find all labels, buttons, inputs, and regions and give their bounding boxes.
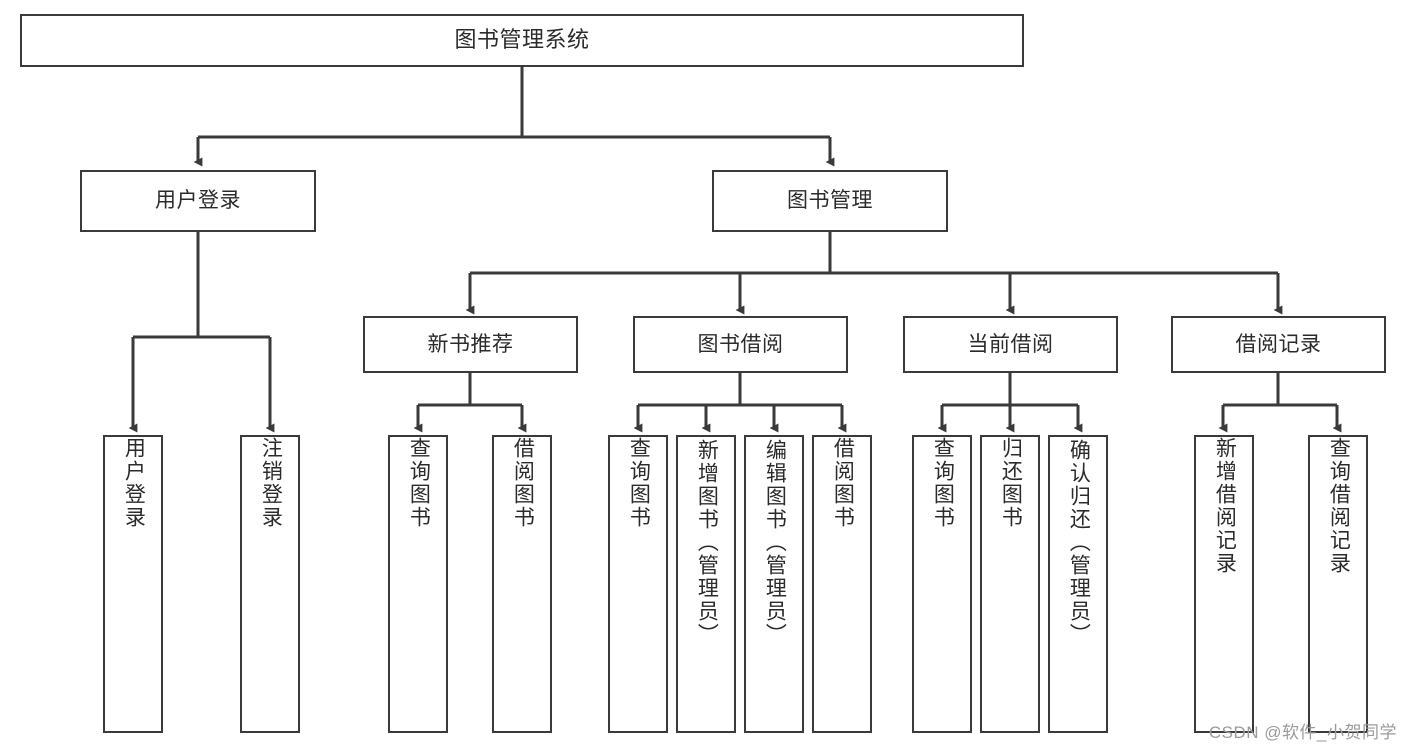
leaf-borrow-book-1-label: 借阅图书 — [511, 437, 535, 529]
leaf-query-book-2-label: 查询图书 — [627, 437, 651, 529]
node-borrow-record-label: 借阅记录 — [1235, 332, 1322, 356]
watermark-text: CSDN @软件_小贺同学 — [1208, 723, 1397, 742]
node-new-book-rec-label: 新书推荐 — [427, 332, 514, 356]
leaf-query-book-3-label: 查询图书 — [931, 437, 955, 529]
node-user-login-label: 用户登录 — [155, 189, 241, 213]
leaf-user-login[interactable]: 用户登录 — [103, 435, 163, 733]
leaf-add-book-label: 新增图书（管理员） — [695, 439, 719, 646]
leaf-query-book-2[interactable]: 查询图书 — [608, 435, 668, 733]
leaf-add-record[interactable]: 新增借阅记录 — [1194, 435, 1254, 733]
leaf-logout-label: 注销登录 — [259, 437, 283, 529]
leaf-query-book-3[interactable]: 查询图书 — [912, 435, 972, 733]
node-book-borrow-label: 图书借阅 — [697, 332, 784, 356]
node-book-manage-label: 图书管理 — [787, 189, 873, 213]
node-current-borrow[interactable]: 当前借阅 — [903, 316, 1118, 373]
leaf-query-book-1-label: 查询图书 — [407, 437, 431, 529]
leaf-logout[interactable]: 注销登录 — [240, 435, 300, 733]
leaf-borrow-book-1[interactable]: 借阅图书 — [492, 435, 552, 733]
node-root[interactable]: 图书管理系统 — [20, 14, 1024, 67]
leaf-return-book[interactable]: 归还图书 — [980, 435, 1040, 733]
leaf-edit-book[interactable]: 编辑图书（管理员） — [744, 435, 804, 733]
node-current-borrow-label: 当前借阅 — [967, 332, 1054, 356]
leaf-add-book[interactable]: 新增图书（管理员） — [676, 435, 736, 733]
node-book-borrow[interactable]: 图书借阅 — [633, 316, 848, 373]
leaf-query-record[interactable]: 查询借阅记录 — [1308, 435, 1368, 733]
node-borrow-record[interactable]: 借阅记录 — [1171, 316, 1386, 373]
node-new-book-rec[interactable]: 新书推荐 — [363, 316, 578, 373]
node-book-manage[interactable]: 图书管理 — [712, 170, 948, 232]
leaf-borrow-book-2[interactable]: 借阅图书 — [812, 435, 872, 733]
leaf-borrow-book-2-label: 借阅图书 — [831, 437, 855, 529]
node-user-login[interactable]: 用户登录 — [80, 170, 316, 232]
leaf-confirm-return[interactable]: 确认归还（管理员） — [1048, 435, 1108, 733]
leaf-return-book-label: 归还图书 — [999, 437, 1023, 529]
leaf-add-record-label: 新增借阅记录 — [1213, 437, 1237, 575]
node-root-label: 图书管理系统 — [454, 27, 590, 53]
leaf-confirm-return-label: 确认归还（管理员） — [1067, 439, 1091, 646]
leaf-edit-book-label: 编辑图书（管理员） — [763, 439, 787, 646]
leaf-query-book-1[interactable]: 查询图书 — [388, 435, 448, 733]
leaf-query-record-label: 查询借阅记录 — [1327, 437, 1351, 575]
leaf-user-login-label: 用户登录 — [122, 437, 146, 529]
